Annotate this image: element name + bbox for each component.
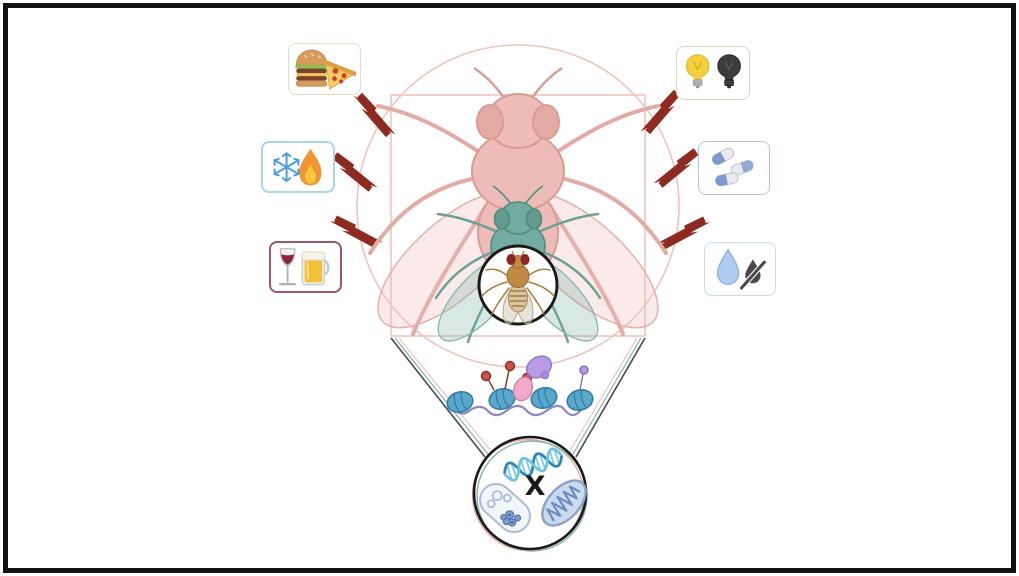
- drugs-stressor-box: [698, 141, 770, 195]
- dna-helix-rungs: [506, 449, 560, 480]
- cell-cluster: [500, 510, 522, 527]
- vitruvian-circle: [356, 44, 680, 368]
- medium-fly-legs: [434, 212, 602, 344]
- dna-strand-light: [503, 447, 563, 482]
- water-stressor-box: [704, 242, 776, 296]
- small-fly-eye: [506, 254, 516, 265]
- bolt-drugs: [653, 148, 702, 188]
- alcohol-stressor-box: [269, 241, 342, 293]
- bolt-temperature: [329, 152, 378, 192]
- no-water-drop-icon: [737, 258, 768, 292]
- magnifier-funnel: [390, 337, 646, 458]
- bolt-water: [656, 216, 711, 250]
- large-fly-eye: [476, 104, 504, 140]
- lightbulb-off-icon: [716, 54, 741, 89]
- stress-bolts: [329, 89, 711, 250]
- medium-fly-antenna: [492, 185, 512, 205]
- temperature-stressor-box: [261, 141, 335, 193]
- nucleosome: [446, 390, 474, 414]
- temperature-icons: [273, 148, 321, 186]
- large-fly-eye: [532, 104, 560, 140]
- cross-label: X: [525, 471, 546, 502]
- nucleosomes: [446, 386, 594, 414]
- lightbulb-on-icon: [685, 54, 710, 89]
- small-fly-abdomen-stripes: [509, 290, 527, 307]
- wine-glass-icon: [279, 248, 297, 286]
- diet-icons: [294, 49, 357, 90]
- water-drop-icon: [716, 248, 739, 285]
- mitochondria-cristae: [546, 485, 581, 522]
- purple-enzyme: [525, 355, 553, 380]
- light-stressor-box: [676, 46, 750, 100]
- bolt-light: [640, 89, 683, 135]
- small-fly-abdomen: [508, 283, 528, 313]
- small-fly-eye: [520, 254, 530, 265]
- central-illustration: X: [329, 44, 711, 552]
- beer-mug-icon: [301, 251, 331, 286]
- alcohol-icons: [279, 248, 331, 286]
- bolt-alcohol: [329, 215, 384, 249]
- capsule-icon: [730, 160, 754, 176]
- medium-fly-antenna: [524, 185, 544, 205]
- diet-stressor-box: [288, 43, 361, 95]
- capsule-icon: [711, 147, 734, 166]
- medium-fly-eye: [493, 208, 511, 230]
- flame-icon: [298, 148, 321, 186]
- pizza-icon: [323, 60, 357, 90]
- burger-icon: [294, 49, 328, 87]
- medium-fly-eye: [525, 208, 543, 230]
- drug-icons: [711, 147, 754, 187]
- figure-frame: X: [3, 3, 1016, 573]
- nucleosome: [530, 386, 558, 410]
- capsule-icon: [714, 172, 739, 187]
- purple-mark: [579, 365, 589, 391]
- mitochondria-icon: [541, 479, 587, 527]
- wild-fly-circle: [477, 244, 559, 326]
- chromatin-dna-strand: [451, 403, 593, 417]
- cell-circle: X: [471, 435, 588, 552]
- dna-helix: [503, 447, 564, 482]
- snowflake-icon: [273, 151, 300, 183]
- water-icons: [716, 248, 768, 292]
- small-fly-legs: [481, 268, 555, 315]
- cell-vesicles: [486, 490, 512, 509]
- bolt-diet: [353, 92, 396, 138]
- nucleosome: [566, 388, 594, 412]
- nucleosome: [488, 387, 516, 411]
- light-icons: [685, 54, 741, 89]
- chromatin: [446, 355, 594, 417]
- small-fly: [481, 250, 555, 325]
- pink-enzyme: [512, 376, 534, 402]
- cell-icon: [479, 482, 531, 534]
